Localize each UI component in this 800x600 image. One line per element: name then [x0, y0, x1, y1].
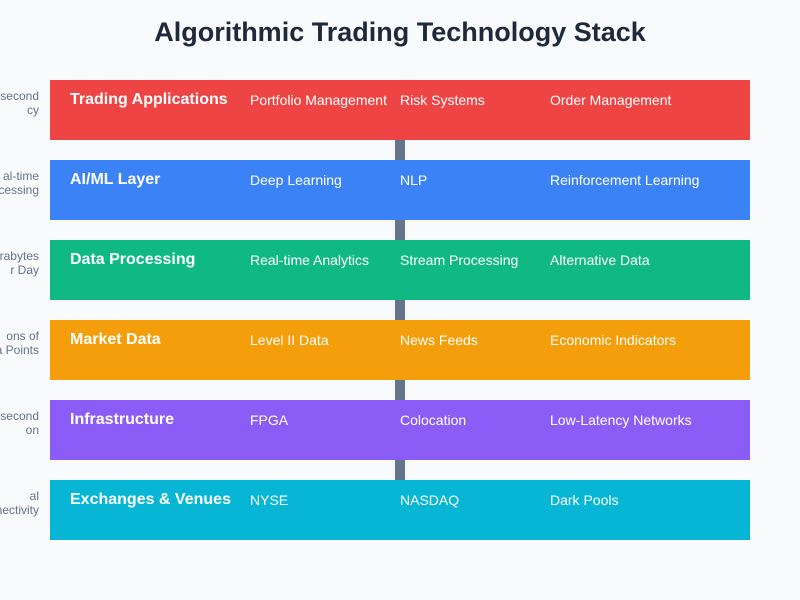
component-label: Colocation	[400, 412, 467, 428]
side-note-ai-ml-layer: al-time cessing	[0, 169, 39, 197]
component-label: Deep Learning	[250, 172, 342, 188]
component-label: Order Management	[550, 92, 672, 108]
layer-infrastructure: Infrastructure FPGA Colocation Low-Laten…	[50, 400, 750, 460]
component-label: News Feeds	[400, 332, 478, 348]
layer-name: Infrastructure	[70, 411, 175, 428]
component-label: Risk Systems	[400, 92, 485, 108]
layer-trading-applications: Trading Applications Portfolio Managemen…	[50, 80, 750, 140]
side-note-market-data: ons of a Points	[0, 329, 39, 357]
side-note-trading-applications: second cy	[0, 89, 39, 117]
component-label: FPGA	[250, 412, 289, 428]
side-note-exchanges-venues: al nectivity	[0, 489, 39, 517]
component-label: Reinforcement Learning	[550, 172, 700, 188]
layer-name: Trading Applications	[70, 91, 228, 108]
connector	[395, 380, 405, 400]
component-label: Stream Processing	[400, 252, 519, 268]
layer-exchanges-venues: Exchanges & Venues NYSE NASDAQ Dark Pool…	[50, 480, 750, 540]
layer-market-data: Market Data Level II Data News Feeds Eco…	[50, 320, 750, 380]
component-label: NASDAQ	[400, 492, 460, 508]
connector	[395, 220, 405, 240]
layer-name: AI/ML Layer	[70, 171, 161, 188]
layer-data-processing: Data Processing Real-time Analytics Stre…	[50, 240, 750, 300]
side-note-infrastructure: second on	[0, 409, 39, 437]
side-note-data-processing: rabytes r Day	[0, 249, 39, 277]
component-label: Alternative Data	[550, 252, 650, 268]
component-label: Dark Pools	[550, 492, 619, 508]
component-label: NYSE	[250, 492, 289, 508]
layer-name: Data Processing	[70, 251, 196, 268]
diagram-title: Algorithmic Trading Technology Stack	[154, 17, 646, 47]
connector	[395, 300, 405, 320]
component-label: Portfolio Management	[250, 92, 387, 108]
component-label: Level II Data	[250, 332, 329, 348]
layer-name: Exchanges & Venues	[70, 491, 231, 508]
connector	[395, 460, 405, 480]
component-label: Low-Latency Networks	[550, 412, 692, 428]
layer-ai-ml: AI/ML Layer Deep Learning NLP Reinforcem…	[50, 160, 750, 220]
component-label: Economic Indicators	[550, 332, 677, 348]
connector	[395, 140, 405, 160]
component-label: NLP	[400, 172, 428, 188]
layer-name: Market Data	[70, 331, 161, 348]
component-label: Real-time Analytics	[250, 252, 370, 268]
